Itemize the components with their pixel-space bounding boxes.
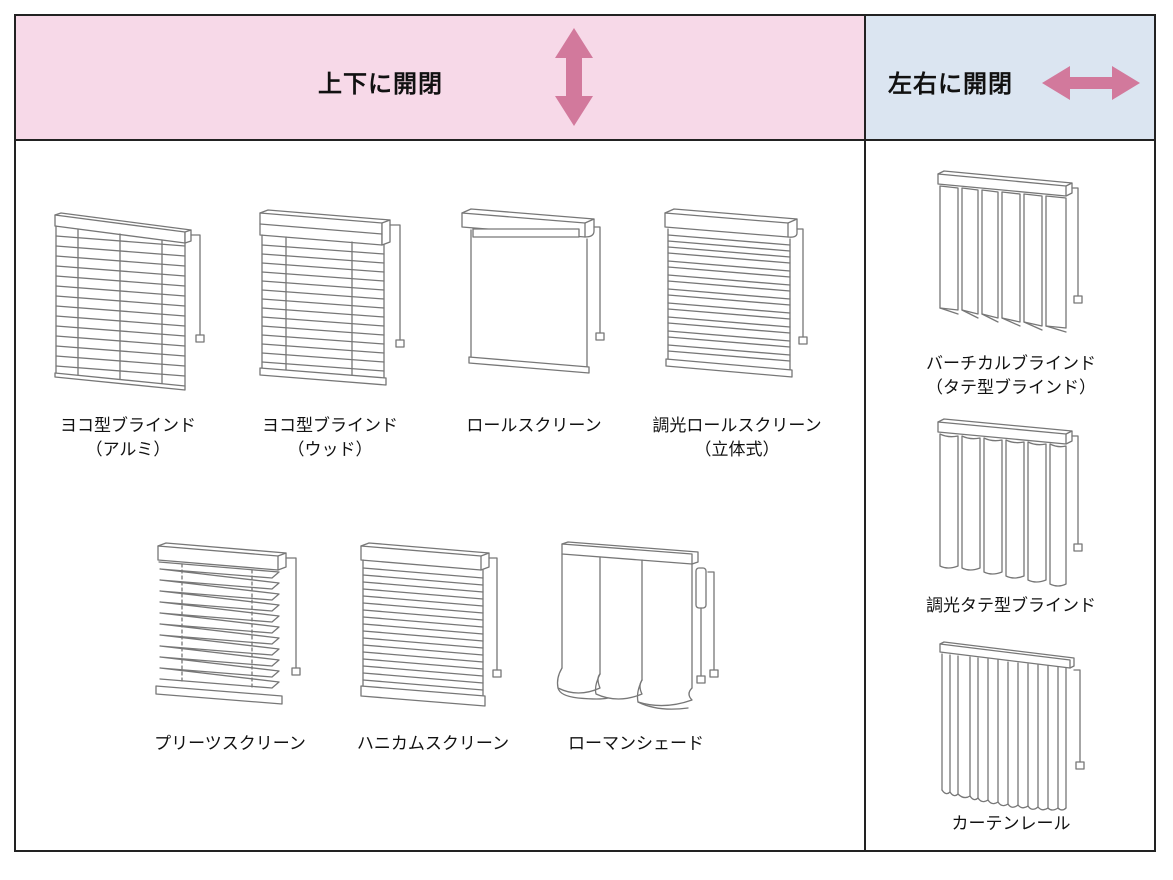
header-divider [14,139,1156,141]
vertical-arrow-icon [555,28,593,126]
aluminium-blind-label: ヨコ型ブラインド（アルミ） [60,416,196,460]
pleated-screen-illustration [155,542,301,705]
dimming-roll-screen-label: 調光ロールスクリーン（立体式） [652,416,822,460]
vertical-header-panel [16,16,864,139]
aluminium-blind-illustration [54,212,205,391]
vertical-blind-label: バーチカルブラインド（タテ型ブラインド） [926,354,1096,398]
horizontal-open-title: 左右に開閉 [888,70,1013,98]
table-frame [14,14,1156,852]
roman-shade-illustration [556,541,719,710]
honeycomb-screen-illustration [360,542,502,707]
dimming-roll-screen-illustration [664,208,808,378]
horizontal-arrow-icon [1042,66,1140,100]
curtain-rail-label: カーテンレール [951,814,1071,834]
dimming-vertical-blind-illustration [937,418,1083,587]
vertical-open-title: 上下に開閉 [318,70,443,98]
roll-screen-illustration [461,208,605,374]
curtain-rail-illustration [939,641,1085,811]
dimming-vertical-blind-label: 調光タテ型ブラインド [926,596,1096,616]
wood-blind-illustration [259,209,405,386]
roman-shade-label: ローマンシェード [568,734,704,754]
vertical-blind-illustration [937,170,1083,333]
honeycomb-screen-label: ハニカムスクリーン [356,734,510,754]
column-divider [864,14,866,852]
pleated-screen-label: プリーツスクリーン [154,734,306,754]
roll-screen-label: ロールスクリーン [466,416,602,436]
wood-blind-label: ヨコ型ブラインド（ウッド） [262,416,398,460]
